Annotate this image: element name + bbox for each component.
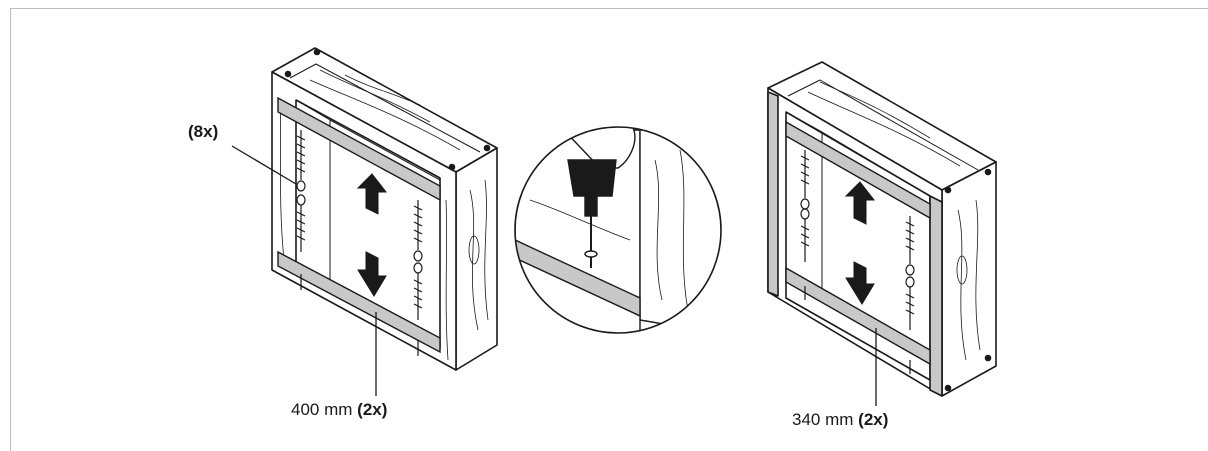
screw-icon bbox=[905, 276, 915, 330]
detail-circle bbox=[514, 126, 722, 334]
screw-icon bbox=[800, 208, 810, 262]
arrow-up-icon bbox=[844, 181, 876, 225]
screw-icon bbox=[413, 262, 423, 320]
right-rail-top bbox=[785, 120, 931, 220]
left-rail-bottom bbox=[277, 250, 441, 354]
arrow-up-icon bbox=[356, 173, 388, 215]
drill-icon bbox=[558, 127, 636, 268]
arrow-down-icon bbox=[357, 251, 387, 297]
left-box bbox=[271, 47, 498, 371]
right-rails bbox=[785, 120, 931, 366]
right-screws bbox=[800, 150, 915, 374]
left-rail-count: (2x) bbox=[357, 400, 388, 419]
frame-border bbox=[10, 8, 1208, 451]
screw-icon bbox=[905, 216, 915, 276]
screw-icon bbox=[296, 194, 306, 252]
left-rail-label: 400 mm (2x) bbox=[291, 400, 387, 420]
left-screws bbox=[296, 130, 423, 356]
right-rail-count: (2x) bbox=[858, 410, 889, 429]
left-rail-length: 400 mm bbox=[291, 400, 353, 419]
right-rail-label: 340 mm (2x) bbox=[792, 410, 888, 430]
left-rail-top bbox=[277, 96, 441, 202]
right-rail-length: 340 mm bbox=[792, 410, 854, 429]
screw-icon bbox=[296, 130, 306, 192]
right-rail-bottom bbox=[785, 266, 931, 366]
drill-detail bbox=[514, 126, 722, 334]
left-rails bbox=[277, 96, 441, 354]
right-box bbox=[767, 61, 997, 397]
screw-leader bbox=[231, 145, 297, 185]
screw-count-label: (8x) bbox=[188, 122, 219, 141]
arrow-down-icon bbox=[845, 261, 875, 305]
left-box-side bbox=[455, 147, 498, 371]
left-arrows bbox=[356, 173, 388, 297]
right-arrows bbox=[844, 181, 876, 305]
screw-icon bbox=[413, 200, 423, 262]
